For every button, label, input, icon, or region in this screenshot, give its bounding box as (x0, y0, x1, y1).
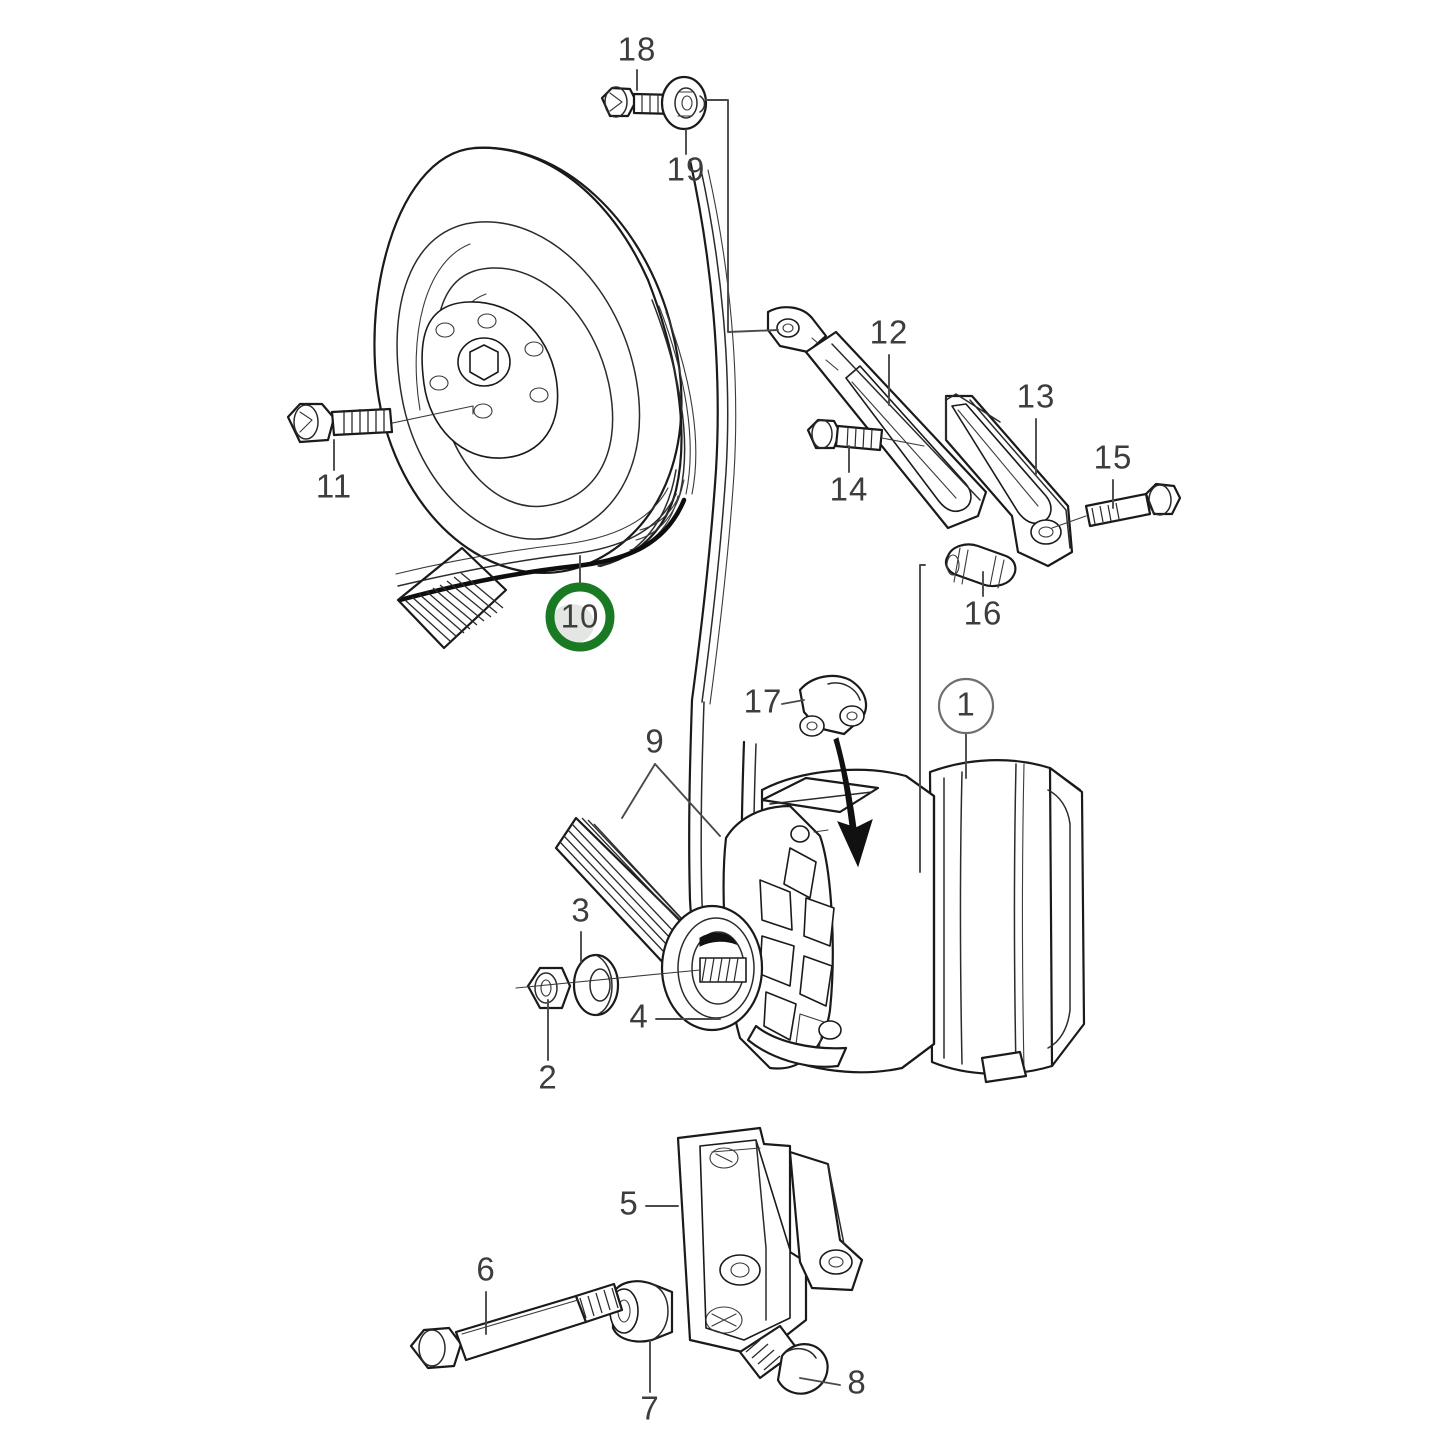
callout-5-label[interactable]: 5 (619, 1185, 638, 1222)
alternator-fan (759, 847, 835, 1055)
adjusting-arm-part-12 (766, 306, 988, 530)
callout-15-label[interactable]: 15 (1094, 439, 1133, 476)
pivot-bolt-part-15 (1051, 482, 1182, 529)
callout-17-label[interactable]: 17 (744, 683, 783, 720)
callout-12-label[interactable]: 12 (870, 314, 909, 351)
callout-16-label[interactable]: 16 (964, 595, 1003, 632)
callout-3-label[interactable]: 3 (571, 892, 590, 929)
callout-14-label[interactable]: 14 (830, 471, 869, 508)
callout-1[interactable]: 1 (937, 677, 995, 735)
alternator-body (722, 759, 1086, 1084)
adjuster-bolt-part-14 (806, 418, 925, 452)
callout-7-label[interactable]: 7 (640, 1390, 659, 1427)
mounting-bracket-part-5 (676, 1126, 864, 1358)
long-bolt-part-6 (409, 1282, 624, 1370)
alternator-pulley-assembly (515, 904, 764, 1032)
hex-bolt-part-8 (738, 1324, 829, 1395)
callout-labels: 1 2 3 4 5 6 7 8 9 10 11 12 13 14 15 16 1… (316, 31, 1133, 1427)
callout-1-label: 1 (956, 686, 975, 723)
callout-2-label[interactable]: 2 (538, 1059, 557, 1096)
pulley-bolt-part-11 (286, 402, 394, 444)
callout-18-label[interactable]: 18 (618, 31, 657, 68)
callout-10-highlighted[interactable]: 10 (545, 582, 615, 652)
callout-4-label[interactable]: 4 (629, 998, 648, 1035)
callout-10-label: 10 (561, 598, 600, 635)
dowel-sleeve-part-16 (944, 543, 1017, 589)
idler-washer-part-19 (660, 75, 708, 131)
callout-19-label[interactable]: 19 (667, 151, 706, 188)
callout-8-label[interactable]: 8 (847, 1364, 866, 1401)
callout-11-label[interactable]: 11 (316, 468, 352, 505)
callout-9-label[interactable]: 9 (645, 723, 664, 760)
leader-lines (333, 69, 1114, 1393)
callout-13-label[interactable]: 13 (1017, 378, 1056, 415)
spacer-bushing-part-7 (609, 1280, 674, 1343)
cable-clamp-part-17 (798, 674, 873, 868)
adjusting-bracket-part-13 (944, 393, 1074, 568)
callout-6-label[interactable]: 6 (476, 1251, 495, 1288)
crankshaft-pulley-assembly (354, 146, 697, 574)
